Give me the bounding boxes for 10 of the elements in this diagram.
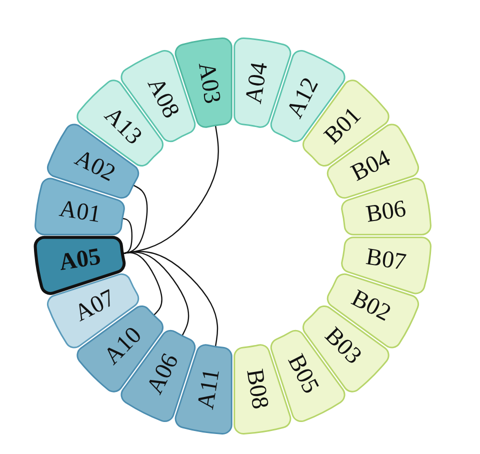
connector-curve — [122, 250, 218, 347]
segment-label: A11 — [194, 367, 224, 411]
segment-label: B06 — [364, 196, 408, 227]
segment-label: A03 — [194, 60, 224, 106]
segment-label: B08 — [242, 367, 272, 411]
segment-label: B07 — [364, 245, 408, 276]
segment-label: A01 — [58, 196, 102, 227]
segment-label: A04 — [242, 60, 272, 106]
connector-curve — [122, 218, 133, 254]
segment-label: A05 — [58, 245, 102, 276]
